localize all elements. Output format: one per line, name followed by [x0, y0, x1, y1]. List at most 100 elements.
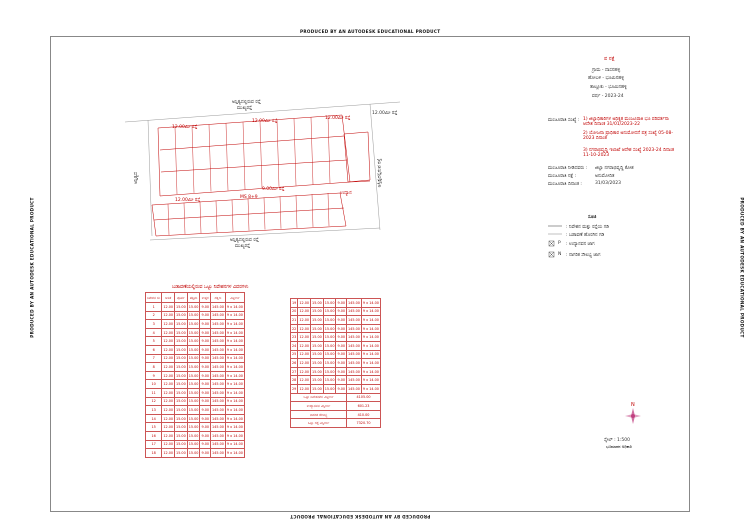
table-cell: 9 x 14.00	[224, 396, 245, 407]
plot-boundary-line	[247, 198, 250, 231]
table-cell: 9 x 14.00	[224, 336, 245, 346]
table-cell: 145.00	[210, 302, 226, 312]
table-cell: 145.00	[210, 448, 226, 458]
table-cell: 145.00	[210, 405, 226, 415]
table-cell: 15.00	[186, 353, 201, 364]
table-cell: 15.00	[322, 366, 337, 377]
table-cell: 145.00	[210, 344, 226, 355]
table-cell: 9 x 14.00	[224, 379, 245, 389]
header-cell: ಪಶ್ಚಿಮ	[186, 292, 201, 303]
table-cell: 15.00	[310, 358, 324, 368]
plot-boundary-line	[167, 203, 170, 236]
table-cell: 15.00	[310, 298, 324, 308]
table-cell: 15.00	[174, 396, 188, 407]
summary-label: ನಾಗರಿಕ ಸೌಲಭ್ಯ	[289, 409, 348, 420]
header-cell: ಅಳತೆ	[161, 292, 176, 303]
table-cell: 15.00	[322, 375, 337, 385]
mid-label: MS 8+9	[240, 195, 258, 200]
table-cell: 27	[289, 366, 299, 377]
table-cell: 15.00	[174, 413, 188, 424]
table-cell: 12.00	[161, 302, 176, 312]
table-cell: 12.00	[161, 344, 176, 355]
plot-boundary-line	[225, 123, 229, 191]
table-cell: 9.00	[199, 362, 212, 372]
table-cell: 13	[144, 405, 163, 415]
table-cell: 9.00	[335, 306, 348, 317]
table-cell: 8	[144, 362, 163, 372]
table-cell: 12.00	[297, 383, 312, 394]
title-line-village: ಗ್ರಾಮ - ದಾಸನಹಳ್ಳಿ	[592, 68, 621, 73]
table-cell: 15.00	[174, 439, 188, 450]
table-cell: 15.00	[174, 422, 188, 432]
legend-symbol-p: P	[558, 241, 561, 246]
left-side-road-label: ಅಸ್ತಿತ್ವದ	[133, 172, 139, 184]
table-cell: 9 x 14.00	[224, 370, 245, 381]
table-cell: 15.00	[186, 379, 201, 389]
table-cell: 15.00	[174, 430, 188, 441]
table-cell: 145.00	[210, 430, 226, 441]
plot-boundary-line	[310, 117, 314, 185]
summary-label: ಉದ್ಯಾನವನ ವಿಸ್ತೀರ್ಣ	[289, 401, 348, 411]
table-cell: 2	[144, 310, 163, 321]
summary-label: ಒಟ್ಟು ನಿವೇಶನಗಳ ವಿಸ್ತೀರ್ಣ	[289, 392, 348, 403]
north-arrow-icon: N	[625, 402, 641, 424]
table-cell: 12.00	[297, 315, 312, 325]
table-cell: 9.00	[335, 375, 348, 385]
park-label: ಉದ್ಯಾನ	[340, 191, 352, 196]
legend-item-4: : ನಾಗರಿಕ ಸೌಲಭ್ಯ ಜಾಗ	[566, 253, 601, 258]
table-cell: 15.00	[310, 349, 324, 360]
table-cell: 15.00	[310, 366, 324, 377]
table-cell: 15.00	[310, 375, 324, 385]
table-cell: 15.00	[186, 362, 201, 372]
table-cell: 9	[144, 370, 163, 381]
table-cell: 145.00	[210, 439, 226, 450]
table-cell: 12.00	[161, 362, 176, 372]
table-cell: 15.00	[174, 310, 188, 321]
plot-boundary-line	[199, 201, 202, 234]
table-cell: 15.00	[186, 396, 201, 407]
table-cell: 145.00	[210, 327, 226, 338]
legend-item-2: : ಬಡಾವಣೆ ಹೊರಗಿನ ಗಡಿ	[566, 233, 605, 238]
table-cell: 9 x 14.00	[224, 353, 245, 364]
table-cell: 9 x 14.00	[360, 375, 381, 385]
plot-boundary-line	[263, 197, 266, 230]
table-cell: 9.00	[199, 327, 212, 338]
plot-boundary-line	[183, 202, 186, 235]
table-cell: 145.00	[210, 353, 226, 364]
table-cell: 17	[144, 439, 163, 450]
table-cell: 12.00	[297, 366, 312, 377]
table-cell: 15.00	[186, 370, 201, 381]
table-cell: 20	[289, 306, 299, 317]
title-heading: ಪ ನಕ್ಷೆ	[604, 56, 615, 62]
plot-boundary-line	[208, 124, 212, 192]
table-cell: 12.00	[161, 439, 176, 450]
table-cell: 145.00	[346, 332, 362, 342]
right-side-road-label: ಅಸ್ತಿತ್ವದಲ್ಲಿರುವ ರಸ್ತೆ	[377, 158, 383, 188]
table-cell: 15.00	[186, 327, 201, 338]
table-cell: 3	[144, 319, 163, 329]
site-table-title: ಬಡಾವಣೆಯಲ್ಲಿರುವ ಒಟ್ಟು ನಿವೇಶನಗಳ ವಿವರಗಳು	[172, 285, 249, 290]
table-cell: 12.00	[161, 413, 176, 424]
table-cell: 9 x 14.00	[360, 340, 381, 351]
summary-value: 410.00	[346, 409, 381, 420]
header-cell: ನಿವೇಶನ ಸಂ	[144, 292, 163, 303]
legend-symbols	[548, 225, 562, 258]
table-cell: 15.00	[174, 302, 188, 312]
table-cell: 9 x 14.00	[360, 383, 381, 394]
table-cell: 9 x 14.00	[224, 405, 245, 415]
note-text-1: 1) ಜಿಲ್ಲಾಧಿಕಾರಿಗಳ ಅಧಿಕೃತ ಮಂಜೂರಾತಿ ಭೂ ಪರಿ…	[583, 117, 669, 127]
table-cell: 15	[144, 422, 163, 432]
table-cell: 9 x 14.00	[224, 422, 245, 432]
table-cell: 9 x 14.00	[360, 366, 381, 377]
